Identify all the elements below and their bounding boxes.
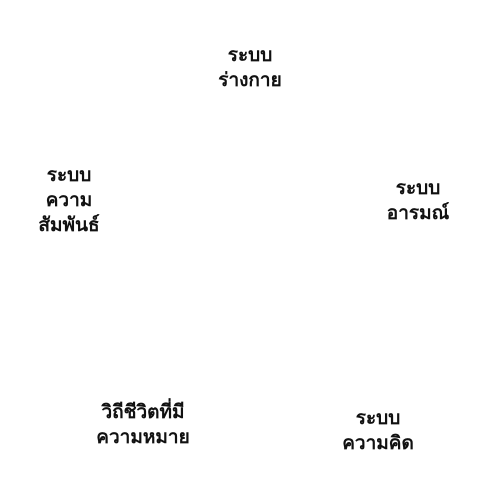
node-label-line: สัมพันธ์ (38, 214, 100, 236)
node-meaningful-life: วิถีชีวิตที่มี ความหมาย (58, 400, 228, 450)
node-thought-system: ระบบ ความคิด (293, 406, 463, 456)
node-label-line: ความหมาย (96, 426, 190, 448)
node-label-line: ระบบ (355, 407, 401, 429)
node-label-line: อารมณ์ (386, 202, 450, 224)
node-label-line: ความคิด (342, 432, 414, 454)
node-label-line: ระบบ (395, 177, 441, 199)
node-label-line: ร่างกาย (218, 69, 282, 91)
node-body-system: ระบบ ร่างกาย (165, 43, 335, 93)
node-relationship-system: ระบบ ความ สัมพันธ์ (0, 163, 154, 238)
node-label-line: วิถีชีวิตที่มี (101, 401, 185, 423)
node-label-line: ความ (45, 189, 93, 211)
node-emotion-system: ระบบ อารมณ์ (333, 176, 500, 226)
node-label-line: ระบบ (46, 164, 92, 186)
node-label-line: ระบบ (227, 44, 273, 66)
